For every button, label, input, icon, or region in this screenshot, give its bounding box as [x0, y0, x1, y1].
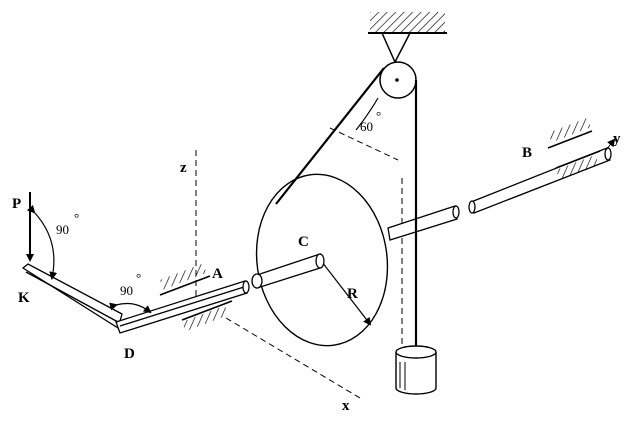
bearing-a-upper-hatch — [159, 263, 207, 290]
bearing-a-upper-line — [159, 275, 211, 296]
label-force: P — [12, 196, 21, 212]
bearing-b-lower-line — [555, 150, 601, 169]
angle-arc-pk — [26, 204, 58, 280]
ceiling-hatch — [370, 12, 445, 32]
weight-top — [395, 345, 437, 359]
weight-body — [395, 352, 437, 395]
shaft-mid-end — [452, 205, 460, 219]
crank — [21, 263, 250, 334]
radius-arrow — [321, 261, 372, 326]
pulley-center — [395, 78, 399, 82]
label-point-b: B — [522, 145, 532, 161]
axis-y-arrow — [605, 138, 616, 151]
bearing-a — [159, 263, 233, 332]
crank-arm-kd — [21, 263, 123, 330]
label-radius: R — [347, 286, 358, 302]
label-point-c: C — [298, 234, 309, 250]
shaft-segment-mid — [387, 205, 458, 241]
bearing-b-upper-line — [547, 130, 593, 149]
axis-x-line — [225, 317, 361, 399]
bearing-a-lower-hatch — [181, 305, 229, 332]
angle-rope-value: 60 — [360, 119, 373, 134]
angle-rope-degree: ° — [376, 108, 381, 123]
label-axis-x: x — [342, 398, 350, 414]
label-point-k: K — [18, 290, 30, 306]
bearing-b — [547, 117, 601, 180]
ceiling-support — [368, 12, 447, 64]
angle-kda-degree: ° — [136, 270, 141, 285]
label-point-a: A — [212, 266, 223, 282]
angle-arc-rope — [355, 97, 379, 131]
label-axis-y: y — [613, 131, 621, 147]
crank-arm-da-inner — [119, 286, 245, 327]
crank-arm-kd-inner — [25, 271, 119, 323]
angle-pk-value: 90 — [56, 222, 69, 237]
pulley — [379, 61, 417, 99]
shaft-b-start — [468, 200, 476, 214]
weight — [395, 345, 437, 395]
pulley-bracket — [381, 32, 411, 64]
angle-pk-degree: ° — [74, 210, 79, 225]
label-axis-z: z — [180, 160, 187, 176]
bearing-b-lower-hatch — [556, 154, 599, 180]
crank-end-a — [242, 280, 250, 294]
angle-kda-value: 90 — [120, 283, 133, 298]
label-point-d: D — [124, 346, 135, 362]
bearing-b-upper-hatch — [548, 117, 591, 143]
angle-arc-kda — [109, 302, 152, 314]
angle-reference-line — [329, 127, 399, 161]
shaft-end-a-side — [251, 273, 263, 289]
shaft-end-c — [315, 253, 325, 269]
bearing-a-lower-line — [181, 300, 233, 321]
rope-to-disk — [275, 67, 385, 205]
